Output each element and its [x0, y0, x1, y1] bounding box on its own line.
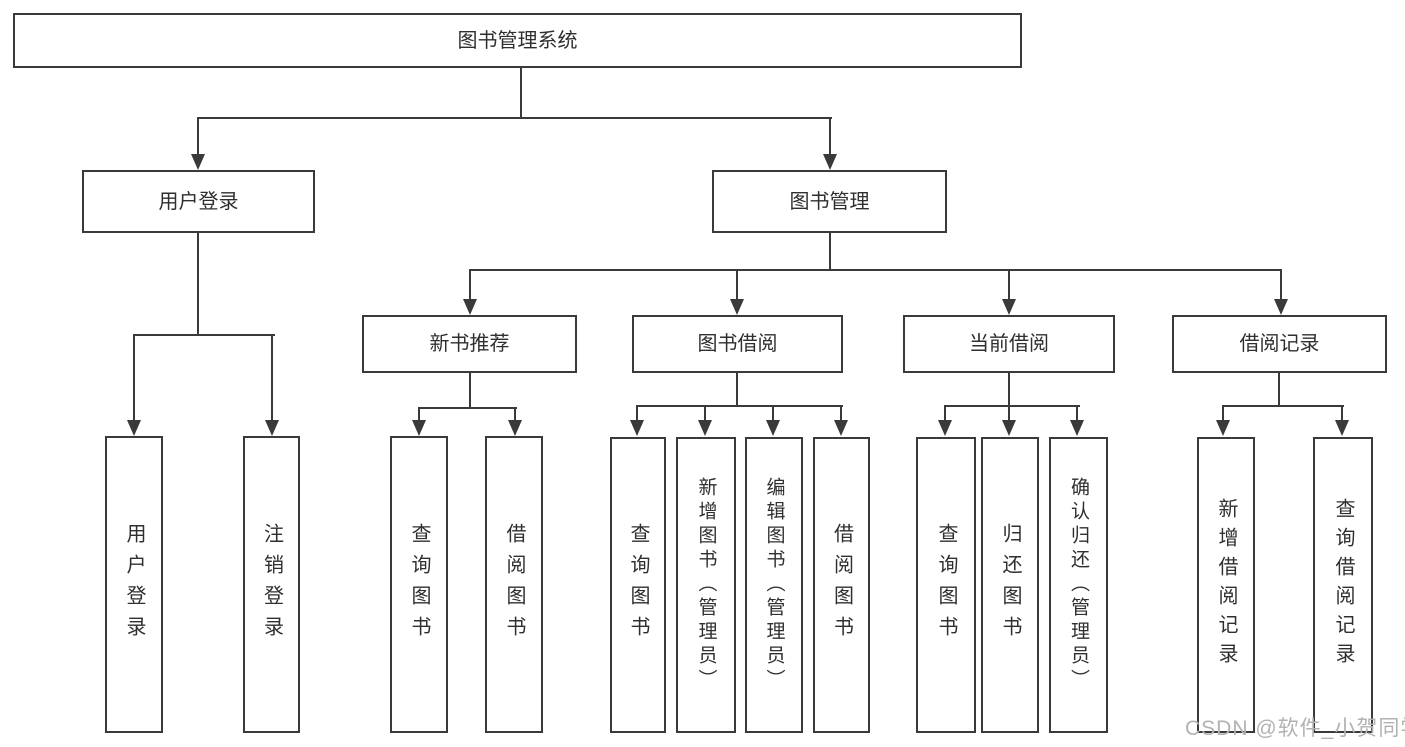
connector-to-bb-borrow — [840, 405, 842, 422]
arrowhead-book-borrow — [730, 299, 744, 315]
node-label: 借阅图书 — [830, 523, 853, 647]
node-cb-return-books: 归还图书 — [981, 437, 1039, 733]
node-bb-query-books: 查询图书 — [610, 437, 666, 733]
node-br-query-record: 查询借阅记录 — [1313, 437, 1373, 733]
arrowhead-borrow-records — [1274, 299, 1288, 315]
connector-rec-rail — [418, 407, 517, 409]
arrowhead-new-book-rec — [463, 299, 477, 315]
node-label: 借阅图书 — [503, 522, 525, 647]
node-label: 新增图书（管理员） — [695, 477, 717, 693]
node-borrow-records: 借阅记录 — [1172, 315, 1387, 373]
arrowhead-bb-query — [630, 420, 644, 436]
connector-user-login-rail — [133, 334, 275, 336]
arrowhead-bb-edit — [766, 420, 780, 436]
node-current-borrow: 当前借阅 — [903, 315, 1115, 373]
arrowhead-do-login — [127, 420, 141, 436]
node-label: 当前借阅 — [969, 333, 1049, 355]
connector-to-borrow-records — [1280, 269, 1282, 300]
connector-root-stem — [520, 68, 522, 118]
connector-to-rec-borrow — [514, 407, 516, 422]
connector-to-book-management — [829, 117, 831, 155]
connector-level2-rail — [469, 269, 1282, 271]
node-rec-borrow-books: 借阅图书 — [485, 436, 543, 733]
connector-to-rec-query — [418, 407, 420, 422]
connector-bb-rail — [636, 405, 843, 407]
node-label: 新书推荐 — [429, 333, 510, 355]
connector-cb-stem — [1008, 373, 1010, 407]
node-label: 查询图书 — [408, 522, 430, 647]
node-cb-query-books: 查询图书 — [916, 437, 976, 733]
node-bb-borrow-books: 借阅图书 — [813, 437, 870, 733]
connector-to-cb-confirm — [1076, 405, 1078, 422]
node-bb-edit-books-admin: 编辑图书（管理员） — [745, 437, 803, 733]
connector-to-br-add — [1222, 405, 1224, 422]
arrowhead-bb-add — [698, 420, 712, 436]
connector-to-do-login — [133, 334, 135, 421]
arrowhead-current-borrow — [1002, 299, 1016, 315]
connector-to-user-login — [197, 117, 199, 155]
node-label: 归还图书 — [999, 523, 1021, 647]
connector-cb-rail — [944, 405, 1080, 407]
node-label: 查询图书 — [935, 523, 957, 647]
arrowhead-cb-confirm — [1070, 420, 1084, 436]
node-label: 图书借阅 — [697, 333, 778, 355]
arrowhead-br-query — [1335, 420, 1349, 436]
connector-to-bb-add — [704, 405, 706, 422]
arrowhead-user-login — [191, 154, 205, 170]
node-logout: 注销登录 — [243, 436, 300, 733]
arrowhead-book-management — [823, 154, 837, 170]
arrowhead-cb-query — [938, 420, 952, 436]
node-cb-confirm-return-admin: 确认归还（管理员） — [1049, 437, 1108, 733]
connector-level1-rail — [197, 117, 832, 119]
connector-bb-stem — [736, 373, 738, 407]
connector-to-br-query — [1341, 405, 1343, 422]
node-bb-add-books-admin: 新增图书（管理员） — [676, 437, 736, 733]
node-do-user-login: 用户登录 — [105, 436, 163, 733]
arrowhead-logout — [265, 420, 279, 436]
node-label: 图书管理 — [789, 190, 870, 213]
node-label: 新增借阅记录 — [1215, 498, 1237, 672]
connector-to-current-borrow — [1008, 269, 1010, 300]
node-label: 编辑图书（管理员） — [763, 477, 785, 693]
connector-to-cb-query — [944, 405, 946, 422]
node-label: 查询图书 — [627, 523, 649, 647]
connector-book-mgmt-stem — [829, 233, 831, 271]
arrowhead-cb-return — [1002, 420, 1016, 436]
node-user-login: 用户登录 — [82, 170, 315, 233]
connector-to-cb-return — [1008, 405, 1010, 422]
node-label: 确认归还（管理员） — [1068, 477, 1089, 693]
connector-to-new-book-rec — [469, 269, 471, 300]
node-label: 图书管理系统 — [457, 29, 578, 52]
connector-br-stem — [1278, 373, 1280, 407]
node-book-management: 图书管理 — [712, 170, 947, 233]
arrowhead-rec-query — [412, 420, 426, 436]
node-new-book-recommend: 新书推荐 — [362, 315, 577, 373]
node-rec-query-books: 查询图书 — [390, 436, 448, 733]
connector-to-book-borrow — [736, 269, 738, 300]
arrowhead-br-add — [1216, 420, 1230, 436]
csdn-watermark: CSDN @软件_小贺同学 — [1185, 717, 1405, 740]
node-label: 注销登录 — [260, 522, 283, 647]
connector-br-rail — [1222, 405, 1344, 407]
connector-to-logout — [271, 334, 273, 421]
node-br-add-record: 新增借阅记录 — [1197, 437, 1255, 733]
node-label: 用户登录 — [158, 190, 239, 213]
connector-to-bb-query — [636, 405, 638, 422]
connector-user-login-stem — [197, 233, 199, 336]
connector-to-bb-edit — [772, 405, 774, 422]
node-book-borrow: 图书借阅 — [632, 315, 843, 373]
node-label: 查询借阅记录 — [1332, 498, 1354, 672]
connector-rec-stem — [469, 373, 471, 409]
arrowhead-rec-borrow — [508, 420, 522, 436]
arrowhead-bb-borrow — [834, 420, 848, 436]
node-label: 用户登录 — [123, 522, 145, 647]
node-library-management-system: 图书管理系统 — [13, 13, 1022, 68]
node-label: 借阅记录 — [1239, 333, 1320, 355]
